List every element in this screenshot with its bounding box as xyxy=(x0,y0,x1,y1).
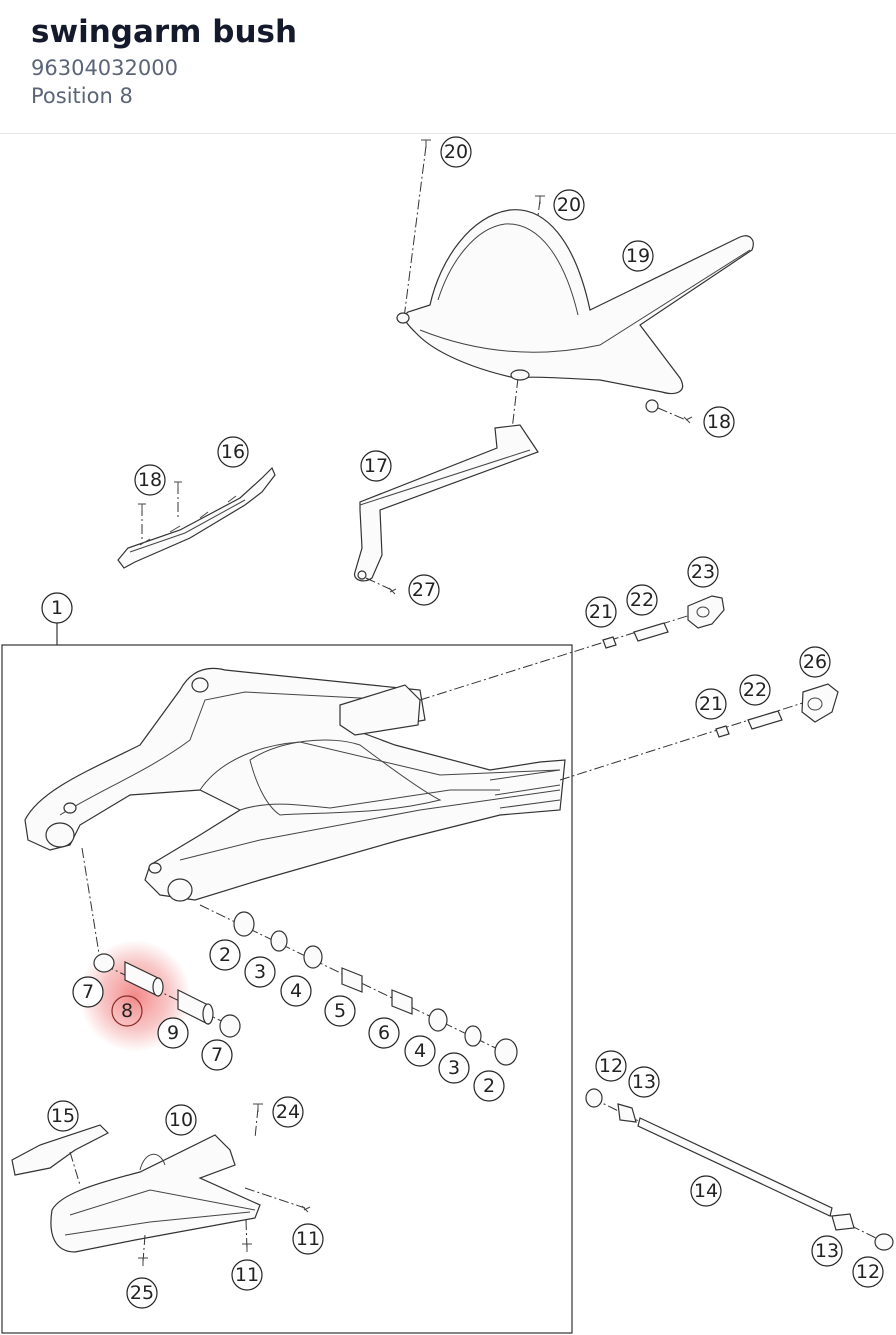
svg-text:3: 3 xyxy=(254,961,266,983)
page-title: swingarm bush xyxy=(31,14,298,50)
callout-9[interactable]: 9 xyxy=(157,1017,189,1049)
position-label: Position 8 xyxy=(31,84,133,108)
part-number: 96304032000 xyxy=(31,56,178,80)
callout-27[interactable]: 27 xyxy=(408,574,440,606)
callout-7[interactable]: 7 xyxy=(201,1039,233,1071)
svg-text:4: 4 xyxy=(290,980,302,1002)
callout-6[interactable]: 6 xyxy=(368,1017,400,1049)
chain-guard-drawing xyxy=(353,139,754,595)
callout-15[interactable]: 15 xyxy=(47,1100,79,1132)
svg-text:18: 18 xyxy=(138,469,162,491)
svg-text:16: 16 xyxy=(221,441,245,463)
svg-text:13: 13 xyxy=(815,1240,839,1262)
callout-25[interactable]: 25 xyxy=(126,1277,158,1309)
callout-2[interactable]: 2 xyxy=(473,1070,505,1102)
callout-19[interactable]: 19 xyxy=(622,240,654,272)
callout-3[interactable]: 3 xyxy=(438,1052,470,1084)
chain-guide-drawing xyxy=(11,1103,311,1266)
svg-text:21: 21 xyxy=(589,601,613,623)
svg-text:13: 13 xyxy=(632,1071,656,1093)
callout-18[interactable]: 18 xyxy=(134,464,166,496)
callout-3[interactable]: 3 xyxy=(244,956,276,988)
svg-text:1: 1 xyxy=(51,597,63,619)
svg-text:5: 5 xyxy=(334,1000,346,1022)
callout-22[interactable]: 22 xyxy=(626,584,658,616)
callout-11[interactable]: 11 xyxy=(292,1223,324,1255)
callout-22[interactable]: 22 xyxy=(739,674,771,706)
svg-text:7: 7 xyxy=(211,1044,223,1066)
svg-text:11: 11 xyxy=(296,1228,320,1250)
svg-text:14: 14 xyxy=(694,1180,718,1202)
svg-text:22: 22 xyxy=(743,679,767,701)
svg-text:2: 2 xyxy=(483,1075,495,1097)
callout-18[interactable]: 18 xyxy=(703,406,735,438)
svg-text:2: 2 xyxy=(219,944,231,966)
callout-23[interactable]: 23 xyxy=(687,556,719,588)
callout-13[interactable]: 13 xyxy=(628,1066,660,1098)
callout-13[interactable]: 13 xyxy=(811,1235,843,1267)
svg-text:4: 4 xyxy=(414,1040,426,1062)
callout-12[interactable]: 12 xyxy=(595,1050,627,1082)
svg-text:12: 12 xyxy=(599,1055,623,1077)
svg-text:26: 26 xyxy=(803,651,827,673)
page-header: swingarm bush 96304032000 Position 8 xyxy=(0,0,896,134)
assembly-box-1 xyxy=(1,644,573,1334)
svg-text:21: 21 xyxy=(699,693,723,715)
svg-text:19: 19 xyxy=(626,245,650,267)
callout-7[interactable]: 7 xyxy=(72,976,104,1008)
svg-text:6: 6 xyxy=(378,1022,390,1044)
swingarm-bush-parts xyxy=(93,953,241,1038)
svg-text:8: 8 xyxy=(121,1000,133,1022)
callout-21[interactable]: 21 xyxy=(695,688,727,720)
svg-text:18: 18 xyxy=(707,411,731,433)
svg-text:17: 17 xyxy=(364,455,388,477)
svg-text:25: 25 xyxy=(130,1282,154,1304)
callout-21[interactable]: 21 xyxy=(585,596,617,628)
svg-text:10: 10 xyxy=(169,1109,193,1131)
pivot-bearing-stack xyxy=(233,911,518,1066)
callout-2[interactable]: 2 xyxy=(209,939,241,971)
callout-14[interactable]: 14 xyxy=(690,1175,722,1207)
svg-text:15: 15 xyxy=(51,1105,75,1127)
svg-text:22: 22 xyxy=(630,589,654,611)
callout-17[interactable]: 17 xyxy=(360,450,392,482)
swingarm-drawing xyxy=(24,667,566,902)
callout-4[interactable]: 4 xyxy=(404,1035,436,1067)
svg-text:24: 24 xyxy=(276,1101,300,1123)
callout-1[interactable]: 1 xyxy=(41,592,73,624)
callout-26[interactable]: 26 xyxy=(799,646,831,678)
svg-text:20: 20 xyxy=(444,141,468,163)
callout-12[interactable]: 12 xyxy=(852,1256,884,1288)
callout-5[interactable]: 5 xyxy=(324,995,356,1027)
svg-text:3: 3 xyxy=(448,1057,460,1079)
callout-8[interactable]: 8 xyxy=(111,995,143,1027)
callout-16[interactable]: 16 xyxy=(217,436,249,468)
callout-11[interactable]: 11 xyxy=(231,1259,263,1291)
svg-text:7: 7 xyxy=(82,981,94,1003)
callout-24[interactable]: 24 xyxy=(272,1096,304,1128)
callout-4[interactable]: 4 xyxy=(280,975,312,1007)
svg-text:12: 12 xyxy=(856,1261,880,1283)
callouts: 20 20 19 18 16 18 17 27 23 22 21 1 26 22… xyxy=(41,136,884,1309)
svg-text:9: 9 xyxy=(167,1022,179,1044)
svg-text:27: 27 xyxy=(412,579,436,601)
svg-text:20: 20 xyxy=(557,194,581,216)
svg-text:11: 11 xyxy=(235,1264,259,1286)
callout-10[interactable]: 10 xyxy=(165,1104,197,1136)
callout-20[interactable]: 20 xyxy=(553,189,585,221)
chain-slider-16-drawing xyxy=(117,466,276,569)
svg-text:23: 23 xyxy=(691,561,715,583)
callout-20[interactable]: 20 xyxy=(440,136,472,168)
